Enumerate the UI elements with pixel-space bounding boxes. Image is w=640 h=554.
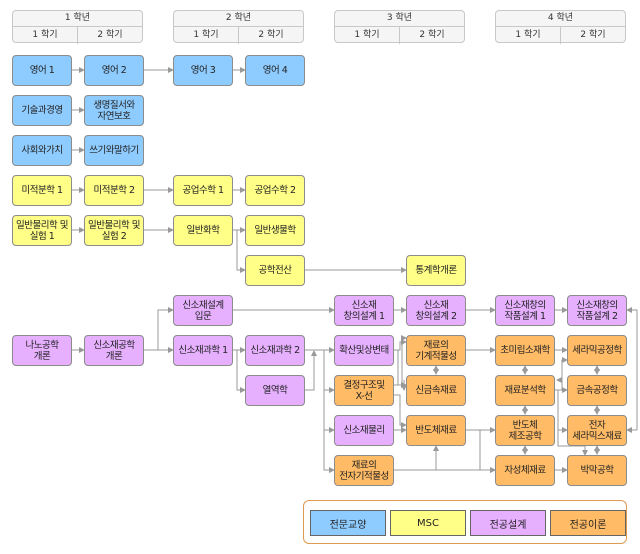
course-eng4[interactable]: 영어 4 (245, 55, 305, 86)
connector (143, 307, 174, 351)
legend-item-msc: MSC (390, 510, 466, 536)
semester-label: 1 학기 (515, 30, 541, 40)
year-label: 1 학년 (13, 11, 142, 27)
course-elecceram[interactable]: 전자 세라믹스재료 (567, 415, 627, 446)
course-magnetic[interactable]: 자성체재료 (495, 455, 555, 486)
course-semimat[interactable]: 반도체재료 (406, 415, 466, 446)
course-bio[interactable]: 일반생물학 (245, 215, 305, 246)
connector (465, 429, 496, 473)
legend-item-general: 전문교양 (310, 510, 386, 536)
year-header-1: 1 학년 1 학기 2 학기 (12, 10, 143, 44)
course-thermo[interactable]: 열역학 (245, 375, 305, 406)
course-creative2[interactable]: 신소재 창의설계 2 (406, 295, 466, 326)
connector (236, 350, 246, 393)
course-creative1[interactable]: 신소재 창의설계 1 (334, 295, 394, 326)
connector (323, 390, 335, 433)
course-matphys[interactable]: 신소재물리 (334, 415, 394, 446)
semester-label: 1 학기 (193, 30, 219, 40)
legend-item-major-design: 전공설계 (470, 510, 546, 536)
year-header-4: 4 학년 1 학기 2 학기 (495, 10, 626, 44)
course-write[interactable]: 쓰기와말하기 (84, 135, 144, 166)
course-capstone1[interactable]: 신소재창의 작품설계 1 (495, 295, 555, 326)
course-metal[interactable]: 신금속재료 (406, 375, 466, 406)
semester-label: 2 학기 (560, 27, 625, 44)
semester-label: 2 학기 (399, 27, 464, 44)
connector (557, 390, 568, 433)
semester-label: 2 학기 (238, 27, 303, 44)
course-design-intro[interactable]: 신소재설계 입문 (173, 295, 233, 326)
course-elecprop[interactable]: 재료의 전자기적물성 (334, 455, 394, 486)
course-ceramproc[interactable]: 세라믹공정학 (567, 335, 627, 366)
connector (304, 350, 317, 391)
course-metalproc[interactable]: 금속공정학 (567, 375, 627, 406)
semester-label: 1 학기 (354, 30, 380, 40)
course-eng1[interactable]: 영어 1 (12, 55, 72, 86)
course-nmintro[interactable]: 신소재공학 개론 (84, 335, 144, 366)
course-phys1[interactable]: 일반물리학 및 실험 1 (12, 215, 72, 246)
year-label: 3 학년 (335, 11, 464, 27)
course-thinfilm[interactable]: 박막공학 (567, 455, 627, 486)
course-chem[interactable]: 일반화학 (173, 215, 233, 246)
course-eng2[interactable]: 영어 2 (84, 55, 144, 86)
connector (554, 357, 568, 391)
course-mechprop[interactable]: 재료의 기계적물성 (406, 335, 466, 366)
course-calc2[interactable]: 미적분학 2 (84, 175, 144, 206)
course-nms1[interactable]: 신소재과학 1 (173, 335, 233, 366)
course-eng3[interactable]: 영어 3 (173, 55, 233, 86)
connector (394, 394, 407, 428)
course-soc[interactable]: 사회와가치 (12, 135, 72, 166)
course-comp[interactable]: 공학전산 (245, 255, 305, 286)
connector (323, 350, 335, 393)
course-nms2[interactable]: 신소재과학 2 (245, 335, 305, 366)
semester-label: 1 학기 (32, 30, 58, 40)
course-analysis[interactable]: 재료분석학 (495, 375, 555, 406)
year-header-3: 3 학년 1 학기 2 학기 (334, 10, 465, 44)
course-phys2[interactable]: 일반물리학 및 실험 2 (84, 215, 144, 246)
legend-item-major-theory: 전공이론 (550, 510, 626, 536)
course-calc1[interactable]: 미적분학 1 (12, 175, 72, 206)
year-label: 2 학년 (174, 11, 303, 27)
connector (394, 335, 407, 386)
year-label: 4 학년 (496, 11, 625, 27)
connector (626, 307, 638, 430)
connector (323, 430, 335, 473)
semester-label: 2 학기 (77, 27, 142, 44)
connector (236, 230, 246, 273)
course-micro[interactable]: 초미립소재학 (495, 335, 555, 366)
year-header-2: 2 학년 1 학기 2 학기 (173, 10, 304, 44)
legend: 전문교양 MSC 전공설계 전공이론 (303, 500, 627, 544)
course-nano[interactable]: 나노공학 개론 (12, 335, 72, 366)
course-engm1[interactable]: 공업수학 1 (173, 175, 233, 206)
course-life[interactable]: 생명질서와 자연보호 (84, 95, 144, 126)
course-crystal[interactable]: 결정구조및 X-선 (334, 375, 394, 406)
course-tech[interactable]: 기술과경영 (12, 95, 72, 126)
connector (394, 339, 407, 351)
course-stat[interactable]: 통계학개론 (406, 255, 466, 286)
course-engm2[interactable]: 공업수학 2 (245, 175, 305, 206)
course-diffusion[interactable]: 확산및상변태 (334, 335, 394, 366)
course-capstone2[interactable]: 신소재창의 작품설계 2 (567, 295, 627, 326)
course-semifab[interactable]: 반도체 제조공학 (495, 415, 555, 446)
connector (557, 430, 585, 447)
